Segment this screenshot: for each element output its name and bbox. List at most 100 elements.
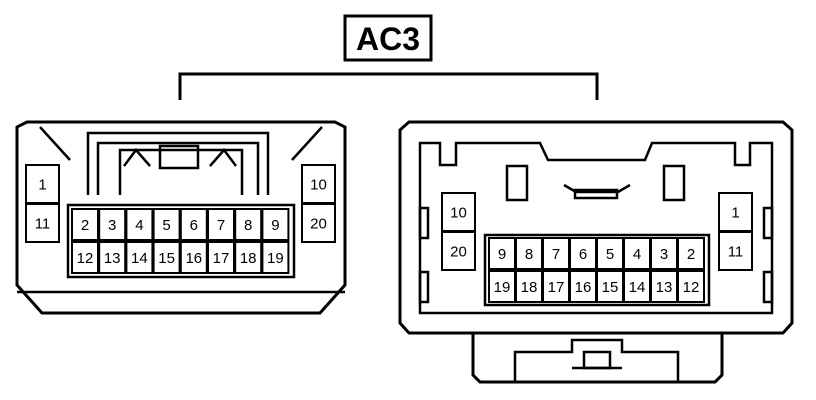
pin-cell [596,270,624,303]
pin-cell [623,270,651,303]
right-connector-inner [418,141,774,315]
right-pin-15: 15 [596,270,624,303]
pin-label: 20 [310,216,327,233]
left-pin-7: 7 [207,208,235,241]
pin-label: 18 [240,250,257,267]
pin-label: 11 [728,244,744,261]
right-lock-housing [471,333,724,384]
pin-label: 6 [579,246,587,263]
right-notch-left-bottom [418,270,430,304]
left-pin-1: 1 [25,164,60,204]
pin-cell [718,231,753,271]
pin-cell [234,208,263,241]
right-notch-right-bottom [762,270,774,304]
pin-cell [179,241,208,274]
left-pin-3: 3 [98,208,127,241]
pin-cell [25,164,60,204]
pin-cell [207,241,235,274]
right-pin-6: 6 [569,237,597,270]
left-pin-8: 8 [234,208,263,241]
pin-label: 4 [633,246,641,263]
pin-cell [98,241,127,274]
right-pin-14: 14 [623,270,651,303]
pin-label: 6 [190,217,198,234]
pin-label: 3 [660,246,668,263]
pin-label: 16 [185,250,202,267]
pin-cell [261,208,290,241]
right-lock-tab [582,350,612,370]
right-pin-8: 8 [515,237,543,270]
left-pin-19: 19 [261,241,290,274]
pin-cell [261,241,290,274]
right-pin-5: 5 [596,237,624,270]
left-pin-6: 6 [179,208,208,241]
left-connector-housing [15,120,347,315]
pin-label: 15 [602,279,619,296]
pin-label: 19 [267,250,284,267]
pin-cell [515,270,543,303]
pin-cell [677,270,705,303]
pin-label: 7 [217,217,225,234]
pin-label: 1 [731,205,739,222]
pin-label: 17 [548,279,565,296]
pin-cell [677,237,705,270]
left-pin-10: 10 [301,164,336,204]
left-pin-11: 11 [25,203,60,243]
pin-cell [569,270,597,303]
pin-label: 7 [552,246,560,263]
right-latch-bar [573,188,619,200]
pin-label: 8 [244,217,252,234]
right-pin-13: 13 [650,270,678,303]
pin-cell [98,208,127,241]
left-pin-15: 15 [152,241,181,274]
right-pin-18: 18 [515,270,543,303]
right-pin-17: 17 [542,270,570,303]
right-pin-3: 3 [650,237,678,270]
right-pin-2: 2 [677,237,705,270]
pin-cell [207,208,235,241]
left-pin-13: 13 [98,241,127,274]
connector-title: AC3 [356,21,420,57]
right-lock-frame [513,338,680,382]
right-notch-right-top [762,206,774,240]
pin-cell [125,208,154,241]
left-pin-2: 2 [71,208,99,241]
left-latch-inner [96,141,260,195]
right-pin-4: 4 [623,237,651,270]
left-pin-17: 17 [207,241,235,274]
title-box [343,14,433,62]
right-notch-left-top [418,206,430,240]
pin-label: 17 [213,250,230,267]
pin-cell [301,164,336,204]
pin-label: 10 [450,205,467,222]
pin-label: 19 [494,279,511,296]
right-pin-block [483,233,711,307]
pin-label: 1 [38,177,46,194]
left-latch-tab [158,144,200,170]
pin-label: 9 [498,246,506,263]
pin-cell [152,241,181,274]
left-pin-18: 18 [234,241,263,274]
right-pin-12: 12 [677,270,705,303]
pin-label: 16 [575,279,592,296]
pin-cell [25,203,60,243]
right-latch-ridge [563,183,631,194]
pin-cell [71,241,99,274]
pin-label: 3 [108,217,116,234]
left-pin-block [66,203,296,279]
pin-label: 5 [606,246,614,263]
right-pin-16: 16 [569,270,597,303]
pin-label: 15 [158,250,175,267]
right-pin-20: 20 [441,231,476,271]
left-pin-12: 12 [71,241,99,274]
right-latch-slot-left [505,164,529,202]
pin-label: 2 [81,217,89,234]
pin-cell [125,241,154,274]
pin-label: 12 [683,279,700,296]
pin-label: 10 [310,177,327,194]
right-pin-1: 1 [718,192,753,232]
left-pin-14: 14 [125,241,154,274]
